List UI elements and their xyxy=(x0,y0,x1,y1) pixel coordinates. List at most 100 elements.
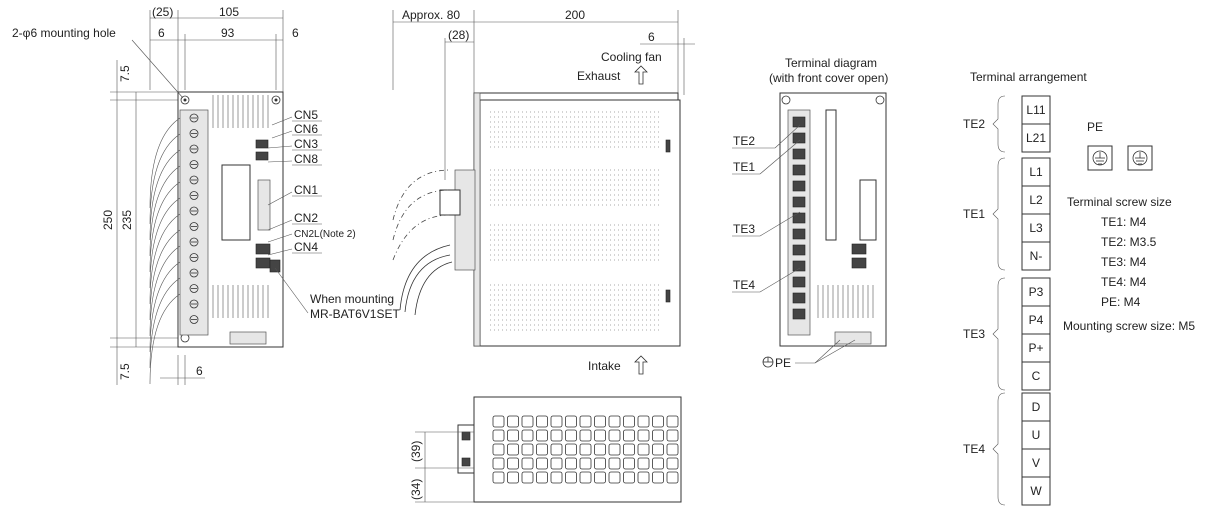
intake-arrow-icon xyxy=(634,355,648,375)
cn2-label: CN2 xyxy=(294,211,318,225)
terminal-cell xyxy=(1021,333,1051,363)
dim-left-offset: (25) xyxy=(152,5,173,19)
te3-callout: TE3 xyxy=(733,222,755,236)
terminal-block-icon xyxy=(792,308,806,320)
cable xyxy=(149,181,181,273)
exhaust-label: Exhaust xyxy=(577,69,621,83)
cn1-label: CN1 xyxy=(294,183,318,197)
dim-hole-pitch: 93 xyxy=(221,26,235,40)
dim-hole-height: 235 xyxy=(120,210,134,230)
group-label-te4: TE4 xyxy=(963,442,985,456)
terminal-block-icon xyxy=(792,228,806,240)
terminal-label: L3 xyxy=(1029,221,1043,235)
terminal-block-icon xyxy=(792,212,806,224)
group-label-te2: TE2 xyxy=(963,117,985,131)
terminal-cell xyxy=(1021,123,1051,153)
terminal-block-icon xyxy=(792,132,806,144)
brace xyxy=(992,157,1006,271)
dim-fan-gap: 6 xyxy=(648,30,655,44)
cable xyxy=(149,213,181,305)
terminal-label: P+ xyxy=(1028,341,1043,355)
terminal-diagram-title-2: (with front cover open) xyxy=(769,71,888,85)
screw-size-title: Terminal screw size xyxy=(1067,195,1172,209)
dim-34: (34) xyxy=(409,479,423,500)
terminal-cell xyxy=(1021,361,1051,391)
terminal-screw-icon xyxy=(189,160,199,169)
terminal-screw-icon xyxy=(189,206,199,216)
terminal-label: V xyxy=(1032,456,1040,470)
terminal-block-icon xyxy=(792,116,806,128)
te1-callout: TE1 xyxy=(733,160,755,174)
terminal-block-icon xyxy=(792,244,806,256)
terminal-label: W xyxy=(1030,484,1042,498)
cable xyxy=(149,117,181,209)
terminal-screw-icon xyxy=(189,315,199,324)
brace xyxy=(992,392,1006,506)
terminal-arrangement: Terminal arrangement TE2L11L21TE1L1L2L3N… xyxy=(963,70,1195,506)
terminal-screw-icon xyxy=(189,268,199,278)
terminal-diagram: Terminal diagram (with front cover open)… xyxy=(732,56,888,370)
terminal-label: D xyxy=(1032,400,1041,414)
exhaust-arrow-icon xyxy=(634,65,648,85)
cable xyxy=(149,293,181,385)
terminal-screw-icon xyxy=(189,175,199,185)
cable xyxy=(149,197,181,289)
group-label-te1: TE1 xyxy=(963,207,985,221)
terminal-label: P3 xyxy=(1029,285,1044,299)
terminal-label: L21 xyxy=(1026,131,1046,145)
terminal-screw-icon xyxy=(189,129,199,138)
pe-terminal-label: PE xyxy=(1087,120,1103,134)
terminal-block-icon xyxy=(792,164,806,176)
arrangement-title: Terminal arrangement xyxy=(970,70,1087,84)
brace xyxy=(992,277,1006,391)
terminal-label: C xyxy=(1032,369,1041,383)
dim-bottom-margin: 7.5 xyxy=(118,363,132,380)
brace xyxy=(992,95,1006,153)
battery-label-line2: MR-BAT6V1SET xyxy=(310,307,400,321)
terminal-block-icon xyxy=(792,292,806,304)
dim-39: (39) xyxy=(409,441,423,462)
front-view: (25) 105 6 93 6 7.5 250 235 7.5 6 xyxy=(12,5,400,385)
terminal-cell xyxy=(1021,241,1051,271)
intake-label: Intake xyxy=(588,359,621,373)
terminal-cell xyxy=(1021,476,1051,506)
terminal-screw-icon xyxy=(189,222,199,231)
terminal-block-icon xyxy=(792,148,806,160)
screw-line: TE4: M4 xyxy=(1101,275,1147,289)
cable xyxy=(149,245,181,337)
terminal-cell xyxy=(1021,95,1051,125)
te2-callout: TE2 xyxy=(733,134,755,148)
terminal-screw-icon xyxy=(189,191,199,200)
cable xyxy=(149,229,181,321)
terminal-cell xyxy=(1021,213,1051,243)
ground-symbol-icon xyxy=(762,356,774,368)
terminal-screw-icon xyxy=(189,113,199,123)
terminal-cell xyxy=(1021,392,1051,422)
pe-callout: PE xyxy=(775,356,791,370)
terminal-label: L11 xyxy=(1026,103,1045,117)
dim-bottom-hole: 6 xyxy=(196,364,203,378)
dim-top-margin: 7.5 xyxy=(118,65,132,82)
cable xyxy=(149,261,181,353)
terminal-screw-icon xyxy=(189,253,199,262)
cn8-label: CN8 xyxy=(294,152,318,166)
terminal-screw-icon xyxy=(189,284,199,293)
terminal-label: L1 xyxy=(1029,165,1043,179)
terminal-block-icon xyxy=(792,196,806,208)
cable xyxy=(149,133,181,225)
terminal-label: P4 xyxy=(1029,313,1044,327)
terminal-diagram-title-1: Terminal diagram xyxy=(785,56,877,70)
cable xyxy=(149,149,181,241)
pe-terminal-icon xyxy=(1087,145,1113,171)
te4-callout: TE4 xyxy=(733,278,755,292)
pe-terminal-icon xyxy=(1127,145,1153,171)
dim-28: (28) xyxy=(448,28,469,42)
terminal-screw-icon xyxy=(189,144,199,154)
screw-line: TE1: M4 xyxy=(1101,215,1147,229)
terminal-cell xyxy=(1021,420,1051,450)
screw-line: TE3: M4 xyxy=(1101,255,1147,269)
cn6-label: CN6 xyxy=(294,122,318,136)
dim-margin-right: 6 xyxy=(292,26,299,40)
group-label-te3: TE3 xyxy=(963,327,985,341)
terminal-label: U xyxy=(1032,428,1041,442)
